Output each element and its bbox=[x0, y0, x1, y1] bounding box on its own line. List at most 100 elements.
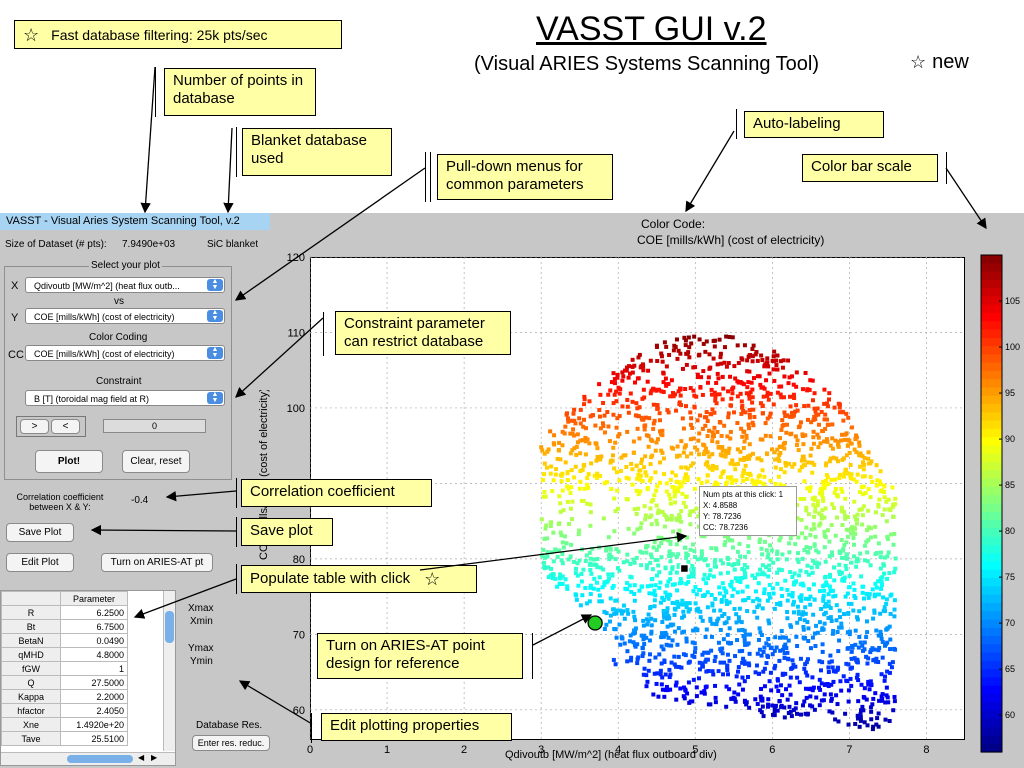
scroll-right-icon[interactable]: ▶ bbox=[151, 753, 158, 762]
scatter-point bbox=[601, 567, 606, 572]
colorbar-tick-label: 70 bbox=[1005, 618, 1015, 628]
scatter-point bbox=[588, 502, 593, 507]
scatter-point bbox=[892, 614, 897, 619]
x-axis-select[interactable]: Qdivoutb [MW/m^2] (heat flux outb... ▲▼ bbox=[25, 277, 225, 293]
scatter-point bbox=[802, 496, 807, 501]
callout-populate: Populate table with click ☆ bbox=[241, 565, 477, 593]
scatter-point bbox=[684, 601, 689, 606]
clear-reset-button[interactable]: Clear, reset bbox=[122, 450, 190, 473]
constraint-select[interactable]: B [T] (toroidal mag field at R) ▲▼ bbox=[25, 390, 225, 406]
scatter-point bbox=[722, 611, 727, 616]
param-value[interactable]: 4.8000 bbox=[60, 647, 128, 662]
scatter-point bbox=[879, 580, 884, 585]
scatter-point bbox=[886, 497, 891, 502]
scatter-point bbox=[683, 504, 688, 509]
scatter-point bbox=[713, 683, 718, 688]
scatter-point bbox=[788, 404, 793, 409]
scatter-point bbox=[705, 657, 710, 662]
scatter-point bbox=[705, 434, 710, 439]
y-axis-select[interactable]: COE [mills/kWh] (cost of electricity) ▲▼ bbox=[25, 308, 225, 324]
scatter-point bbox=[777, 444, 782, 449]
edit-plot-button[interactable]: Edit Plot bbox=[6, 553, 74, 572]
scatter-point bbox=[818, 589, 823, 594]
scatter-point bbox=[665, 538, 670, 543]
param-value[interactable]: 6.7500 bbox=[60, 619, 128, 634]
scatter-point bbox=[775, 447, 780, 452]
colorbar-segment bbox=[981, 329, 1002, 339]
scatter-point bbox=[734, 478, 739, 483]
scatter-point bbox=[588, 592, 593, 597]
scatter-point bbox=[750, 387, 755, 392]
scatter-point bbox=[622, 616, 627, 621]
table-horizontal-scrollbar[interactable]: ◀ ▶ bbox=[1, 752, 175, 765]
db-res-button[interactable]: Enter res. reduc. bbox=[192, 735, 270, 751]
constraint-value-field[interactable]: 0 bbox=[103, 419, 206, 433]
scatter-point bbox=[668, 593, 673, 598]
scatter-point bbox=[815, 630, 820, 635]
scatter-point bbox=[860, 590, 865, 595]
scatter-point bbox=[661, 598, 666, 603]
scatter-point bbox=[760, 552, 765, 557]
scroll-thumb[interactable] bbox=[165, 611, 174, 643]
scatter-point bbox=[828, 653, 833, 658]
scatter-point bbox=[810, 398, 815, 403]
scatter-point bbox=[688, 386, 693, 391]
param-value[interactable]: 2.4050 bbox=[60, 703, 128, 718]
scatter-point bbox=[785, 650, 790, 655]
scatter-point bbox=[878, 555, 883, 560]
scatter-point bbox=[810, 570, 815, 575]
scatter-point bbox=[736, 615, 741, 620]
color-code-select[interactable]: COE [mills/kWh] (cost of electricity) ▲▼ bbox=[25, 345, 225, 361]
scatter-point bbox=[830, 631, 835, 636]
scatter-point bbox=[750, 451, 755, 456]
scatter-point bbox=[841, 410, 846, 415]
param-value[interactable]: 25.5100 bbox=[60, 731, 128, 746]
greater-than-button[interactable]: > bbox=[20, 419, 49, 434]
scroll-left-icon[interactable]: ◀ bbox=[138, 753, 145, 762]
scatter-point bbox=[803, 370, 808, 375]
plot-button[interactable]: Plot! bbox=[35, 450, 103, 473]
table-vertical-scrollbar[interactable] bbox=[163, 591, 175, 751]
scatter-point bbox=[613, 509, 618, 514]
param-value[interactable]: 2.2000 bbox=[60, 689, 128, 704]
scatter-point bbox=[768, 646, 773, 651]
save-plot-button[interactable]: Save Plot bbox=[6, 523, 74, 542]
scatter-point bbox=[738, 554, 743, 559]
scatter-point bbox=[867, 592, 872, 597]
scatter-point bbox=[662, 694, 667, 699]
aries-at-button[interactable]: Turn on ARIES-AT pt bbox=[101, 553, 213, 572]
scatter-point bbox=[693, 585, 698, 590]
scatter-point bbox=[573, 421, 578, 426]
scatter-point bbox=[625, 659, 630, 664]
param-value[interactable]: 1.4920e+20 bbox=[60, 717, 128, 732]
scatter-point bbox=[733, 576, 738, 581]
scroll-thumb[interactable] bbox=[67, 755, 133, 763]
scatter-point bbox=[758, 567, 763, 572]
scatter-point bbox=[712, 410, 717, 415]
scatter-point bbox=[750, 420, 755, 425]
scatter-point bbox=[805, 712, 810, 717]
scatter-point bbox=[559, 533, 564, 538]
scatter-point bbox=[857, 507, 862, 512]
colorbar-segment bbox=[981, 445, 1002, 455]
less-than-button[interactable]: < bbox=[51, 419, 80, 434]
scatter-point bbox=[880, 655, 885, 660]
scatter-point bbox=[743, 410, 748, 415]
scatter-point bbox=[728, 582, 733, 587]
scatter-point bbox=[785, 422, 790, 427]
scatter-point bbox=[718, 351, 723, 356]
scatter-point bbox=[630, 482, 635, 487]
scatter-point bbox=[778, 635, 783, 640]
scatter-point bbox=[765, 356, 770, 361]
param-value[interactable]: 0.0490 bbox=[60, 633, 128, 648]
